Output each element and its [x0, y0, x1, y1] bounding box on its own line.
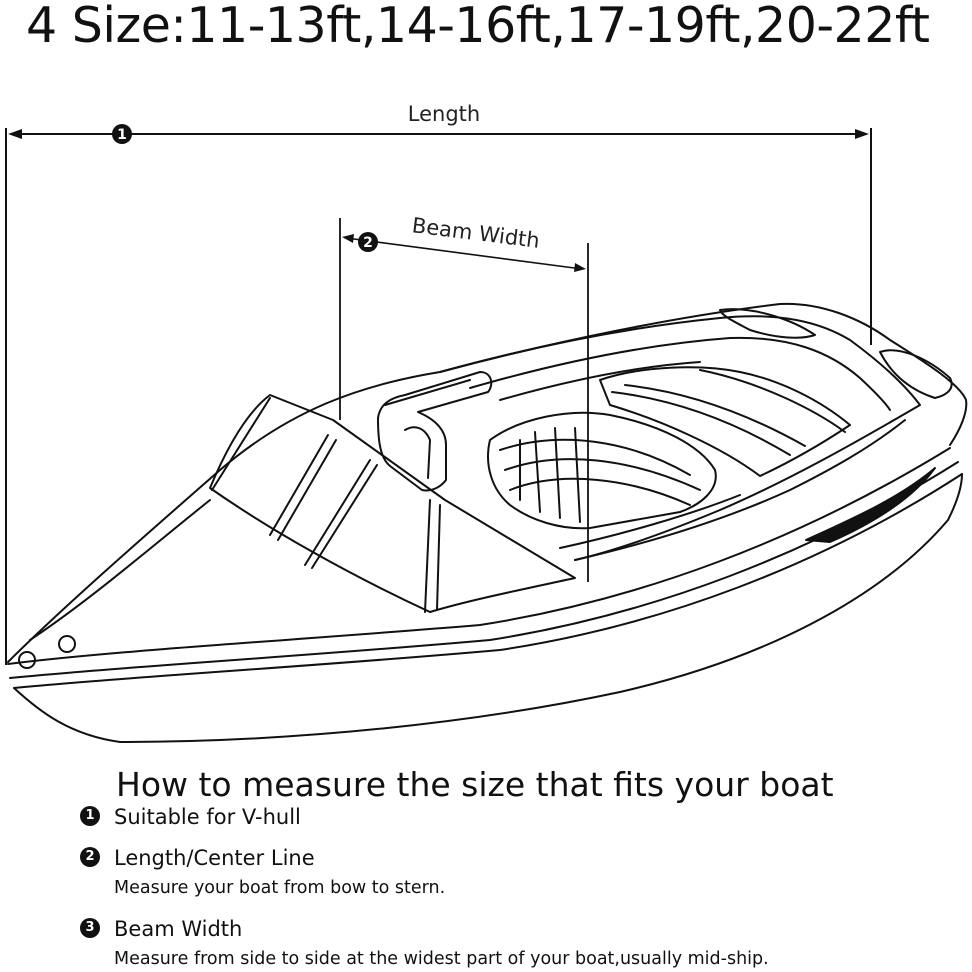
guide-item-description: Measure from side to side at the widest …: [114, 949, 769, 969]
guide-item-title: Suitable for V-hull: [114, 805, 301, 829]
length-marker-number: 1: [117, 127, 127, 143]
beam-label: Beam Width: [411, 213, 541, 252]
marker-3-icon: 3: [80, 918, 100, 938]
guide-item-description: Measure your boat from bow to stern.: [114, 878, 446, 898]
beam-marker-number: 2: [363, 235, 373, 251]
boat-illustration: [7, 302, 968, 743]
guide-item-title: Beam Width: [114, 917, 243, 941]
length-label: Length: [408, 102, 480, 126]
guide-item-title: Length/Center Line: [114, 846, 315, 870]
beam-dimension: [339, 218, 589, 582]
page-title: 4 Size:11-13ft,14-16ft,17-19ft,20-22ft: [26, 0, 930, 54]
marker-2-icon: 2: [80, 847, 100, 867]
length-marker: 1: [112, 124, 132, 144]
marker-1-icon: 1: [80, 806, 100, 826]
beam-marker: 2: [358, 232, 378, 252]
guide-heading: How to measure the size that fits your b…: [116, 765, 834, 804]
length-dimension: [5, 128, 872, 665]
